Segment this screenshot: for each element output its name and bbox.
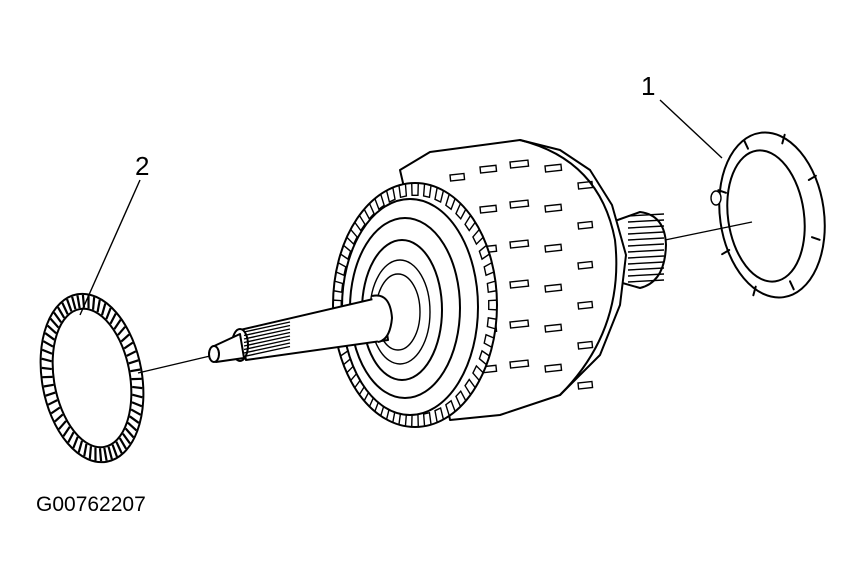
- axis-line-left: [137, 355, 211, 374]
- callout-2-leader: [79, 179, 141, 316]
- axis-line-right: [664, 221, 753, 241]
- shaft-splines: [243, 321, 291, 358]
- callout-1: 1: [641, 71, 655, 101]
- leader-lines: [79, 99, 753, 374]
- input-shaft: [208, 294, 393, 363]
- callout-2: 2: [135, 151, 149, 181]
- washer: [710, 131, 826, 299]
- figure-id: G00762207: [36, 493, 146, 516]
- needle-bearing: [39, 292, 145, 464]
- callout-1-leader: [659, 99, 723, 159]
- output-gear: [611, 211, 667, 289]
- clutch-drum: [332, 139, 667, 428]
